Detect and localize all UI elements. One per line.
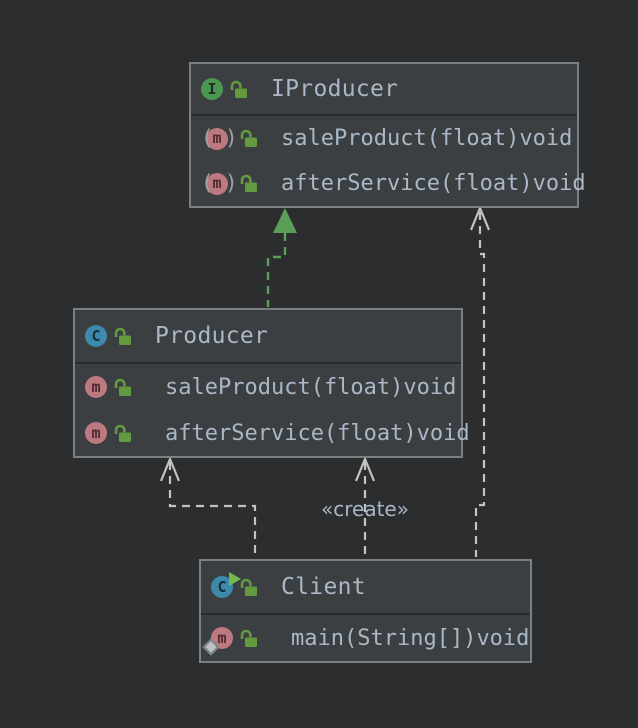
icon-cluster: m: [85, 422, 155, 444]
member-row[interactable]: ( m ) afterService(float) void: [191, 161, 586, 206]
node-title: Client: [281, 574, 366, 600]
icon-cluster: m: [202, 627, 281, 656]
method-signature: afterService(float): [281, 171, 533, 196]
edge-label-create: «create»: [321, 497, 409, 521]
public-unlocked-icon: [240, 129, 257, 147]
public-unlocked-icon: [240, 578, 257, 596]
member-row[interactable]: m saleProduct(float) void: [75, 364, 461, 410]
abstract-paren-icon: (: [201, 171, 214, 195]
node-iproducer[interactable]: I IProducer ( m ) saleProd: [189, 62, 586, 208]
method-return-type: void: [403, 374, 457, 400]
abstract-paren-icon: ): [225, 126, 238, 150]
public-unlocked-icon: [114, 327, 131, 345]
node-client-header[interactable]: C Client: [201, 561, 530, 615]
static-method-icon: m: [202, 627, 233, 656]
member-row[interactable]: m afterService(float) void: [75, 410, 470, 456]
open-arrowhead: [354, 456, 376, 482]
icon-cluster: ( m ): [201, 171, 271, 195]
method-signature: main(String[]): [291, 625, 477, 651]
method-return-type: void: [476, 625, 530, 651]
node-title: Producer: [155, 323, 269, 349]
class-icon: C: [85, 325, 107, 347]
method-return-type: void: [532, 171, 586, 196]
method-icon: m: [85, 422, 107, 444]
method-signature: saleProduct(float): [281, 126, 520, 151]
member-row[interactable]: ( m ) saleProduct(float) void: [191, 116, 577, 161]
node-title: IProducer: [271, 76, 399, 102]
icon-cluster: C: [211, 572, 281, 598]
method-signature: afterService(float): [165, 420, 417, 446]
abstract-method-icon: m: [206, 127, 228, 150]
static-diamond-icon: [202, 638, 220, 656]
method-return-type: void: [416, 420, 470, 446]
public-unlocked-icon: [240, 174, 257, 192]
icon-cluster: I: [201, 78, 271, 100]
public-unlocked-icon: [240, 629, 257, 647]
icon-cluster: C: [85, 325, 155, 347]
node-iproducer-header[interactable]: I IProducer: [191, 64, 577, 116]
node-client[interactable]: C Client m main(String[]) void: [199, 559, 532, 663]
node-producer-header[interactable]: C Producer: [75, 310, 461, 364]
runnable-class-icon: C: [211, 572, 241, 598]
open-arrowhead: [469, 205, 491, 231]
member-row[interactable]: m main(String[]) void: [201, 615, 530, 661]
node-client-body: m main(String[]) void: [201, 615, 530, 661]
node-iproducer-body: ( m ) saleProduct(float) void ( m ): [191, 116, 586, 206]
abstract-paren-icon: ): [225, 171, 238, 195]
abstract-paren-icon: (: [201, 126, 214, 150]
icon-cluster: ( m ): [201, 126, 271, 150]
abstract-method-icon: m: [206, 172, 228, 195]
method-return-type: void: [519, 126, 573, 151]
interface-icon: I: [201, 78, 223, 100]
node-producer-body: m saleProduct(float) void m a: [75, 364, 470, 456]
icon-cluster: m: [85, 376, 155, 398]
node-producer[interactable]: C Producer m saleProduct(float) void: [73, 308, 470, 458]
public-unlocked-icon: [114, 424, 131, 442]
open-arrowhead: [159, 456, 181, 482]
method-icon: m: [85, 376, 107, 398]
public-unlocked-icon: [230, 80, 247, 98]
run-triangle-icon: [229, 572, 241, 586]
method-signature: saleProduct(float): [165, 374, 404, 400]
solid-triangle-arrowhead: [273, 208, 297, 233]
dependency-edge-client-producer: [159, 456, 257, 557]
dependency-edge-client-iproducer: [469, 205, 491, 557]
public-unlocked-icon: [114, 378, 131, 396]
realization-edge-producer-iproducer: [266, 208, 297, 307]
